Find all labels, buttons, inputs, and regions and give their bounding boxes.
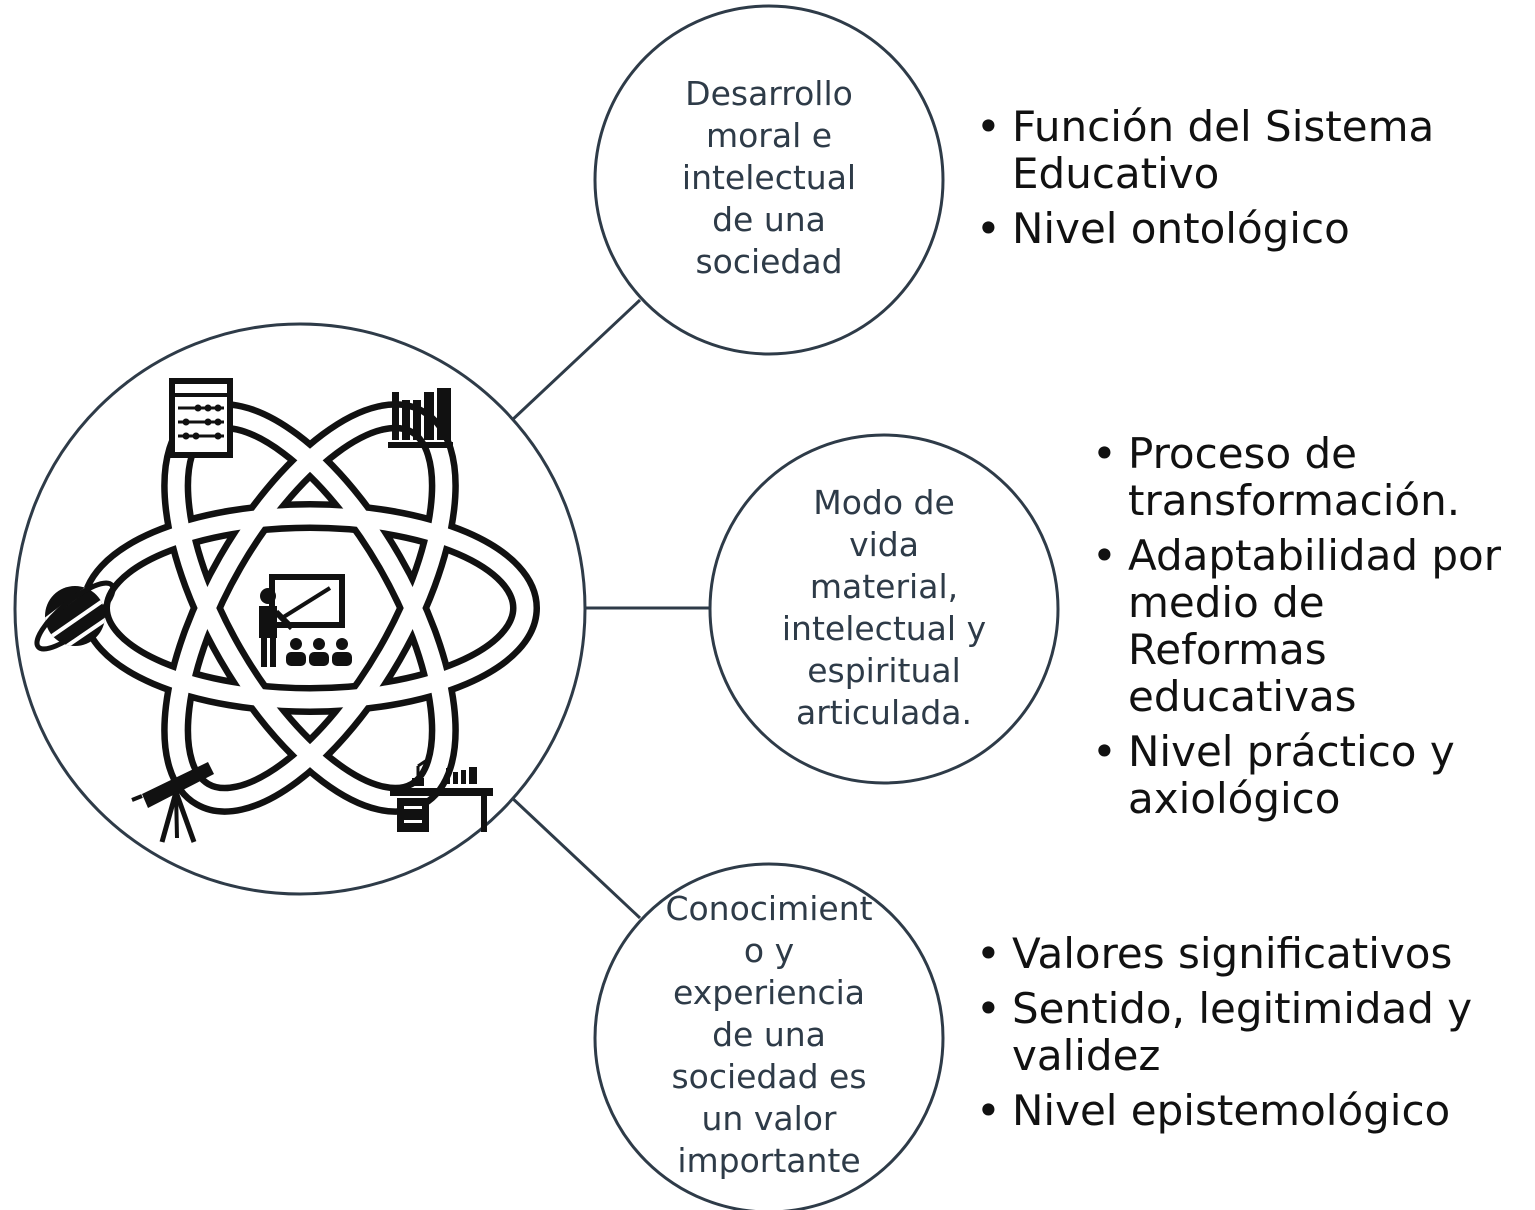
teacher-icon (244, 542, 376, 674)
bullet-item: Adaptabilidad por medio de Reformas educ… (1092, 532, 1527, 720)
node-circle-middle (708, 433, 1060, 785)
node-circle-top (593, 4, 945, 356)
bullet-list-middle: Proceso de transformación. Adaptabilidad… (1092, 430, 1527, 830)
telescope-icon (131, 762, 214, 843)
planet-icon (34, 580, 116, 652)
abacus-icon (169, 378, 233, 458)
node-label-top: Desarrollo moral e intelectual de una so… (681, 74, 857, 281)
bullet-item: Nivel epistemológico (976, 1087, 1476, 1134)
node-label-middle: Modo de vida material, intelectual y esp… (781, 483, 987, 732)
bullet-item: Función del Sistema Educativo (976, 103, 1446, 197)
bullet-item: Sentido, legitimidad y validez (976, 985, 1476, 1079)
bullet-item: Nivel práctico y axiológico (1092, 728, 1527, 822)
connector-top (508, 298, 642, 424)
bullet-item: Valores significativos (976, 930, 1476, 977)
desk-icon (390, 756, 493, 832)
node-circle-bottom (593, 862, 945, 1210)
books-icon (388, 388, 453, 448)
bullet-item: Proceso de transformación. (1092, 430, 1527, 524)
connector-bottom (508, 794, 642, 920)
bullet-list-bottom: Valores significativos Sentido, legitimi… (976, 930, 1476, 1142)
bullet-list-top: Función del Sistema Educativo Nivel onto… (976, 103, 1446, 260)
node-label-bottom: Conocimient o y experiencia de una socie… (665, 889, 873, 1180)
bullet-item: Nivel ontológico (976, 205, 1446, 252)
